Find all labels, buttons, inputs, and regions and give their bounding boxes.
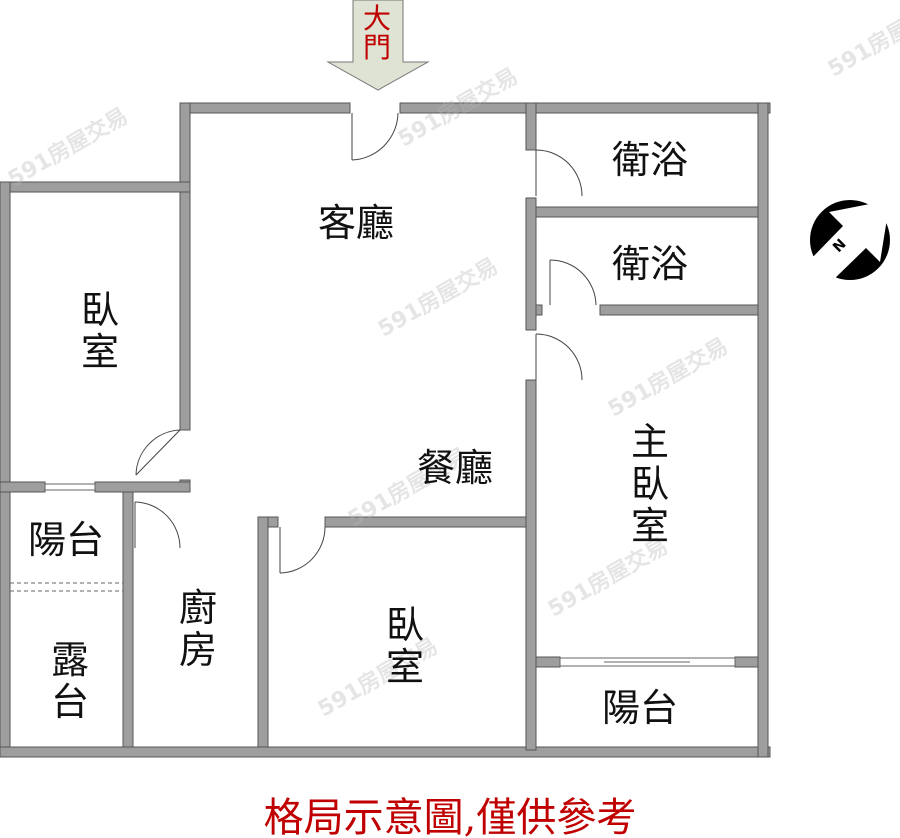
caption: 格局示意圖,僅供參考 xyxy=(263,795,637,838)
room-living: 客廳 xyxy=(318,201,395,245)
walls xyxy=(0,102,771,758)
windows xyxy=(44,483,736,667)
room-bedroom-bottom: 臥室 xyxy=(385,603,424,689)
entrance-arrow xyxy=(326,0,430,91)
room-balcony-left: 陽台 xyxy=(28,518,105,562)
compass-icon xyxy=(808,200,890,283)
room-bathroom-2: 衛浴 xyxy=(612,242,689,286)
room-bathroom-1: 衛浴 xyxy=(612,138,689,182)
terrace-divider xyxy=(10,582,123,592)
room-terrace: 露台 xyxy=(50,638,89,724)
doors xyxy=(134,112,597,574)
room-master-bedroom: 主臥室 xyxy=(630,420,669,548)
entrance-label: 大門 xyxy=(362,2,391,65)
room-kitchen: 廚房 xyxy=(178,586,217,672)
room-dining: 餐廳 xyxy=(417,446,494,490)
room-balcony-right: 陽台 xyxy=(602,686,679,730)
room-bedroom-left: 臥室 xyxy=(80,288,119,374)
